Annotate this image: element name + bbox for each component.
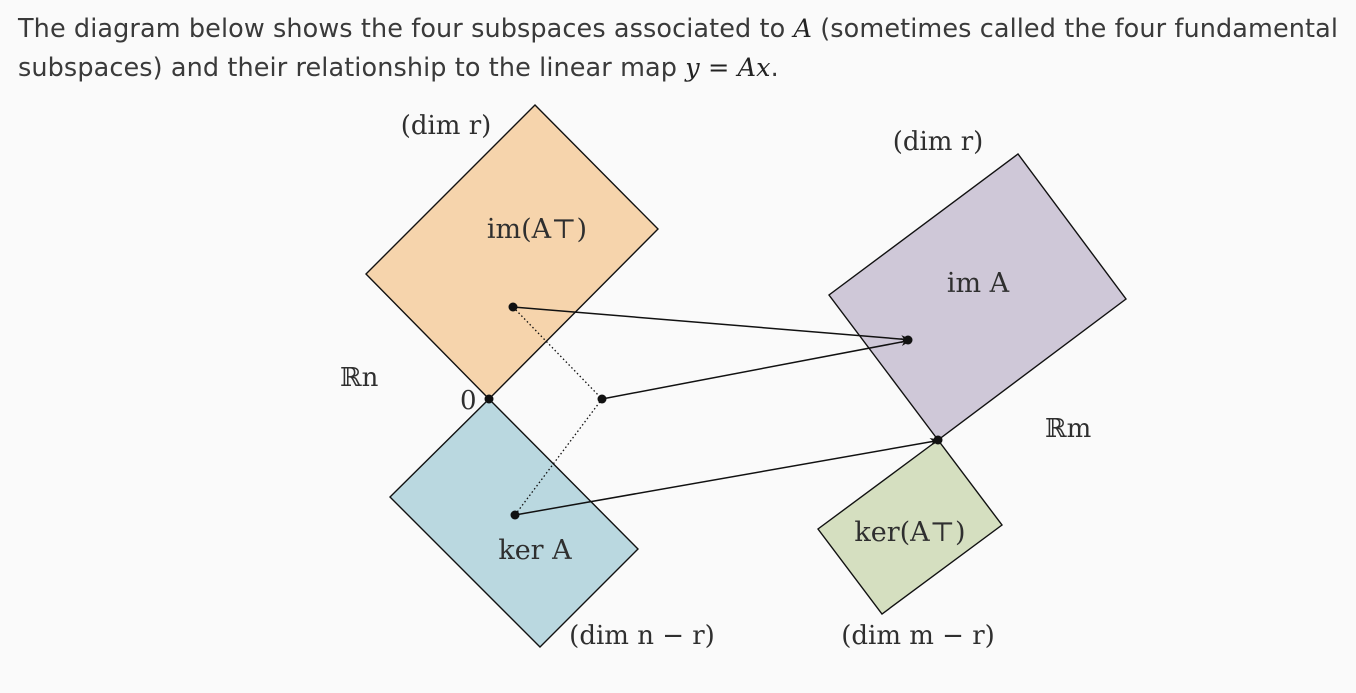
left-null-space-label: ker(A⊤) xyxy=(854,517,965,548)
domain-label: ℝn xyxy=(340,363,379,393)
linear-map-equation: y = Ax xyxy=(685,53,771,83)
dim-column-space-label: (dim r) xyxy=(893,127,984,157)
intro-paragraph: The diagram below shows the four subspac… xyxy=(18,10,1348,88)
decomposition-dotted-line-null xyxy=(514,398,603,516)
domain-point-x xyxy=(597,394,607,404)
map-arrow-null-to-zero xyxy=(514,437,942,516)
left-null-space-region xyxy=(817,439,1003,615)
codomain-origin-point xyxy=(933,435,943,445)
column-space-label: im A xyxy=(947,268,1010,299)
column-space-region xyxy=(828,153,1127,441)
decomposition-dotted-line-row xyxy=(512,306,603,400)
origin-label: 0 xyxy=(460,386,477,416)
map-arrow-general-to-image xyxy=(601,338,913,400)
image-point-y xyxy=(903,335,913,345)
intro-line-2: subspaces) and their relationship to the… xyxy=(18,49,1348,88)
row-space-point xyxy=(508,302,518,312)
matrix-a-symbol: A xyxy=(793,14,813,44)
dim-null-space-label: (dim n − r) xyxy=(569,621,715,651)
dim-row-space-label: (dim r) xyxy=(401,111,492,141)
intro-text-1a: The diagram below shows the four subspac… xyxy=(18,14,794,44)
intro-text-1b: (sometimes called the four fundamental xyxy=(812,14,1339,44)
intro-text-2-end: . xyxy=(770,53,779,83)
intro-line-1: The diagram below shows the four subspac… xyxy=(18,10,1348,49)
row-space-label: im(A⊤) xyxy=(487,214,587,245)
null-space-point xyxy=(510,510,520,520)
domain-origin-point xyxy=(484,394,494,404)
map-arrow-row-to-image xyxy=(512,306,913,344)
dim-left-null-space-label: (dim m − r) xyxy=(841,621,995,651)
codomain-label: ℝm xyxy=(1045,414,1091,444)
null-space-region xyxy=(389,398,639,648)
row-space-region xyxy=(365,104,659,400)
null-space-label: ker A xyxy=(498,535,572,566)
intro-text-2a: subspaces) and their relationship to the… xyxy=(18,53,686,83)
